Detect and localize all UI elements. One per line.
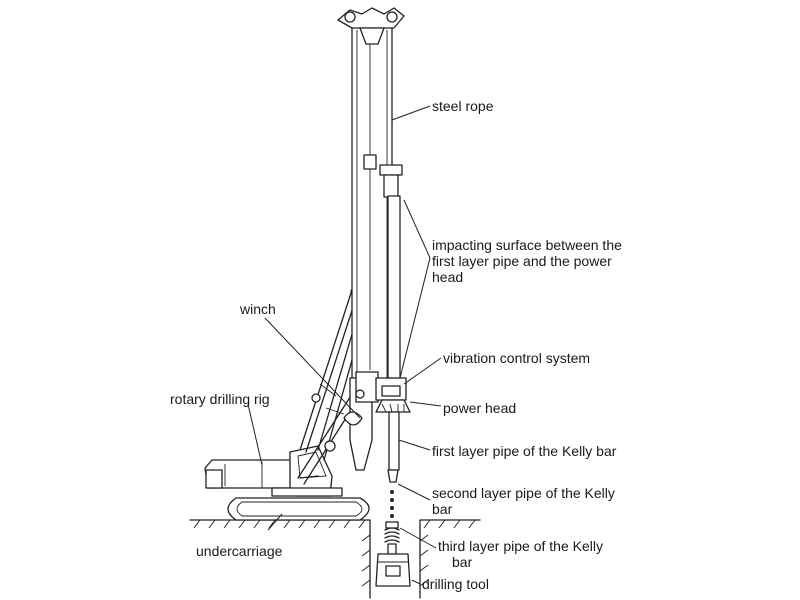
label-third-layer-line-1: third layer pipe of the Kelly (438, 538, 603, 554)
label-steel-rope: steel rope (432, 98, 494, 114)
label-rotary-drilling-rig: rotary drilling rig (170, 391, 270, 407)
label-undercarriage: undercarriage (196, 543, 283, 559)
label-winch: winch (240, 301, 276, 317)
power-head (375, 377, 411, 413)
label-third-layer-line-2: bar (452, 554, 473, 570)
label-second-layer-line-1: second layer pipe of the Kelly (432, 485, 615, 501)
label-second-layer-line-2: bar (432, 501, 453, 517)
undercarriage-track (227, 497, 370, 521)
label-impact-line-3: head (432, 269, 464, 285)
label-vibration-control: vibration control system (443, 350, 591, 366)
winch-assembly (343, 371, 379, 471)
label-first-layer-pipe: first layer pipe of the Kelly bar (432, 443, 617, 459)
boom-arm (297, 287, 367, 485)
drilling-tool (375, 553, 411, 587)
label-impact-line-2: first layer pipe and the power (432, 253, 612, 269)
rig-body (204, 445, 343, 497)
kelly-bar (384, 195, 401, 555)
label-power-head: power head (443, 400, 517, 416)
leader-lines (247, 105, 442, 585)
mast (337, 7, 405, 393)
label-drilling-tool: drilling tool (422, 576, 489, 592)
label-impact-line-1: impacting surface between the (432, 237, 622, 253)
